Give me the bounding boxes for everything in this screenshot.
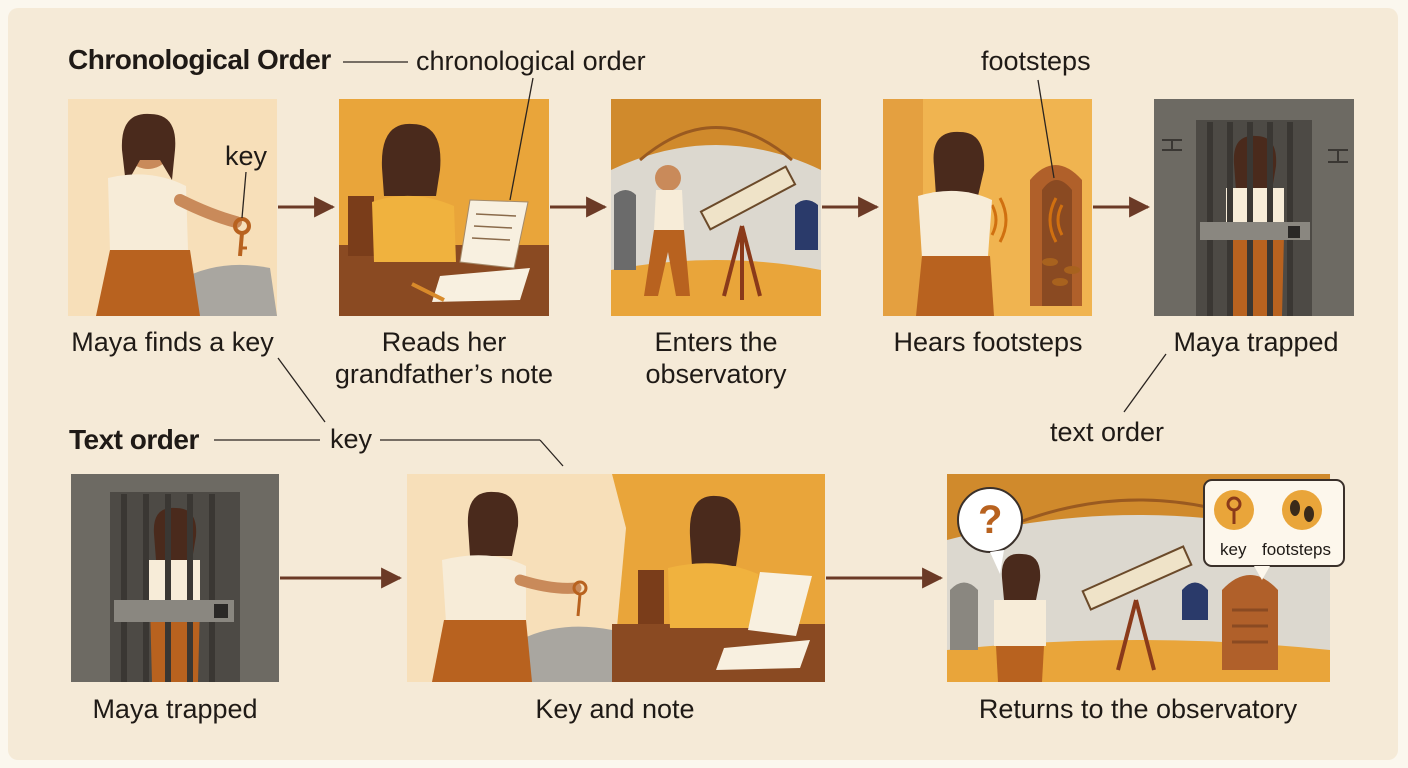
caption-finds-key: Maya finds a key bbox=[71, 327, 274, 357]
annotation-chronological-order: chronological order bbox=[416, 46, 646, 76]
panel-finds-key bbox=[68, 99, 277, 316]
caption-reads-note-line1: Reads her bbox=[381, 327, 507, 357]
badge-key-label: key bbox=[1220, 540, 1247, 559]
caption-key-and-note: Key and note bbox=[535, 694, 695, 724]
caption-hears-footsteps: Hears footsteps bbox=[893, 327, 1083, 357]
key-icon bbox=[233, 217, 251, 257]
panel-trapped-bottom bbox=[71, 474, 279, 682]
note-paper-icon bbox=[459, 199, 529, 269]
caption-enters-observatory-line2: observatory bbox=[645, 359, 787, 389]
badge-footsteps-icon bbox=[1290, 500, 1314, 522]
question-mark-text: ? bbox=[978, 498, 1003, 542]
annotation-key-top: key bbox=[225, 141, 268, 171]
caption-trapped-bottom: Maya trapped bbox=[92, 694, 258, 724]
annotation-footsteps: footsteps bbox=[981, 46, 1091, 76]
panel-trapped-top bbox=[1154, 99, 1354, 316]
caption-enters-observatory-line1: Enters the bbox=[654, 327, 778, 357]
caption-reads-note-line2: grandfather’s note bbox=[334, 359, 554, 389]
legend-badge bbox=[1203, 479, 1345, 580]
caption-returns-observatory: Returns to the observatory bbox=[978, 694, 1298, 724]
panel-reads-note bbox=[339, 99, 549, 316]
sound-waves-icon bbox=[990, 197, 1064, 243]
caption-trapped-top: Maya trapped bbox=[1173, 327, 1339, 357]
annotation-text-order: text order bbox=[1050, 417, 1165, 447]
chronological-order-heading: Chronological Order bbox=[68, 44, 331, 75]
leader-lines bbox=[214, 61, 1167, 467]
badge-footsteps-label: footsteps bbox=[1262, 540, 1331, 559]
telescope-icon bbox=[699, 165, 797, 300]
panel-key-and-note bbox=[407, 474, 825, 682]
panel-returns-observatory bbox=[947, 474, 1345, 682]
speech-bubble-icon bbox=[957, 487, 1023, 574]
panel-enters-observatory bbox=[611, 99, 821, 316]
caption-reads-note: Reads her grandfather’s note bbox=[324, 326, 564, 390]
annotation-key-middle: key bbox=[330, 424, 373, 454]
caption-enters-observatory: Enters the observatory bbox=[606, 326, 826, 390]
text-order-heading: Text order bbox=[69, 424, 199, 455]
panel-hears-footsteps bbox=[883, 99, 1092, 316]
